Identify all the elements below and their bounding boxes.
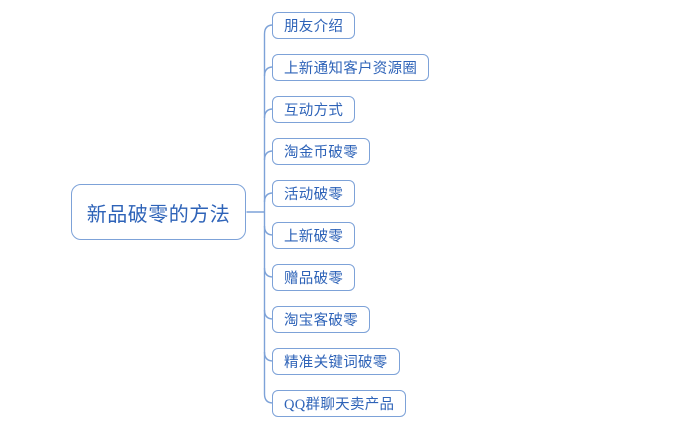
connector-path xyxy=(263,393,274,404)
root-node-label: 新品破零的方法 xyxy=(86,203,231,226)
topic-node[interactable]: 上新通知客户资源圈 xyxy=(272,53,430,81)
topic-node-label: 互动方式 xyxy=(284,102,344,119)
topic-node[interactable]: 活动破零 xyxy=(272,179,356,207)
topic-node-label: 上新破零 xyxy=(284,228,344,245)
topic-node-label: 朋友介绍 xyxy=(284,18,344,35)
topic-node[interactable]: 互动方式 xyxy=(272,95,356,123)
topic-node-label: QQ群聊天卖产品 xyxy=(284,396,395,413)
root-node[interactable]: 新品破零的方法 xyxy=(71,184,246,240)
topic-node-label: 上新通知客户资源圈 xyxy=(284,60,418,77)
topic-node[interactable]: 淘金币破零 xyxy=(272,137,370,165)
topic-node[interactable]: 淘宝客破零 xyxy=(272,305,370,333)
topic-node-label: 淘宝客破零 xyxy=(284,312,358,329)
topic-node-label: 活动破零 xyxy=(284,186,344,203)
topic-node[interactable]: 朋友介绍 xyxy=(272,11,356,39)
topic-node[interactable]: 精准关键词破零 xyxy=(272,347,400,375)
connector-path xyxy=(263,24,274,35)
topic-node-label: 精准关键词破零 xyxy=(284,354,388,371)
topic-node[interactable]: QQ群聊天卖产品 xyxy=(272,389,407,417)
topic-node-label: 淘金币破零 xyxy=(284,144,358,161)
topic-node-label: 赠品破零 xyxy=(284,270,344,287)
topic-node[interactable]: 赠品破零 xyxy=(272,263,356,291)
topic-node[interactable]: 上新破零 xyxy=(272,221,356,249)
